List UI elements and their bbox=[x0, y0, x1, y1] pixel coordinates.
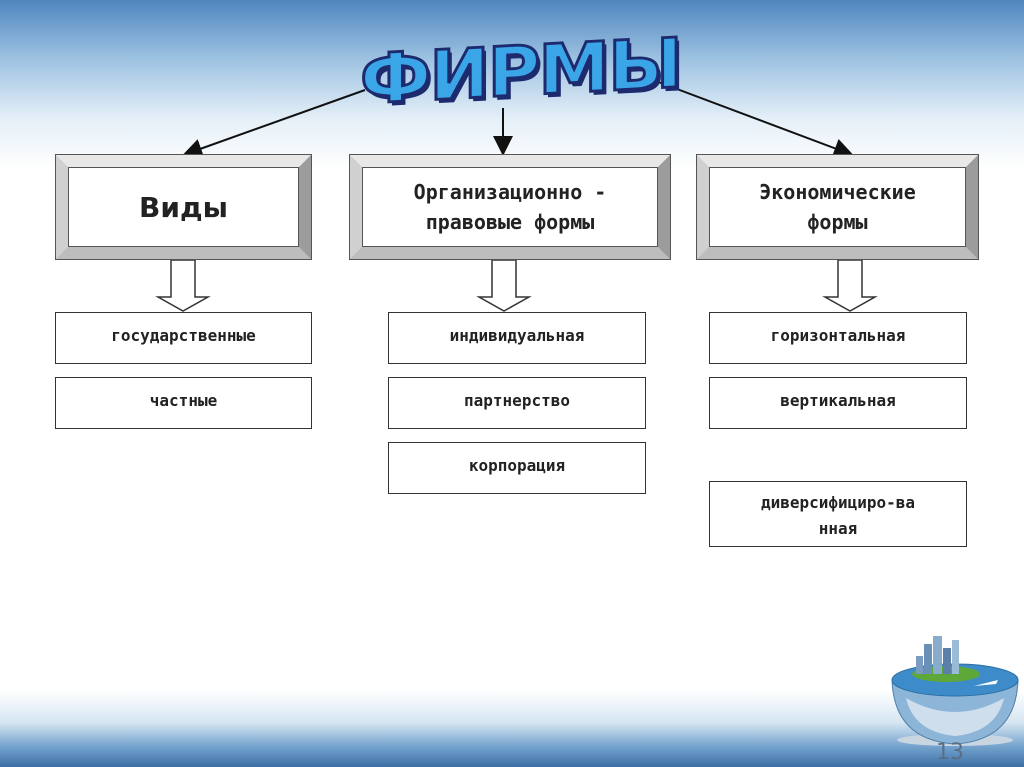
list-item: индивидуальная bbox=[388, 312, 646, 364]
arrow-to-econ-forms bbox=[644, 76, 854, 158]
list-item: корпорация bbox=[388, 442, 646, 494]
globe-city-icon bbox=[891, 636, 1019, 746]
category-box-org-forms: Организационно - правовые формы bbox=[350, 155, 670, 259]
category-label: Виды bbox=[139, 190, 228, 224]
list-item: партнерство bbox=[388, 377, 646, 429]
category-label: Экономические формы bbox=[759, 180, 916, 234]
category-box-econ-forms: Экономические формы bbox=[697, 155, 978, 259]
list-item: частные bbox=[55, 377, 312, 429]
block-arrow-2 bbox=[476, 259, 532, 312]
arrow-to-vidy bbox=[182, 89, 366, 159]
list-item: вертикальная bbox=[709, 377, 967, 429]
category-box-vidy: Виды bbox=[56, 155, 311, 259]
list-item: горизонтальная bbox=[709, 312, 967, 364]
block-arrow-1 bbox=[155, 259, 211, 312]
slide-title: ФИРМЫ bbox=[359, 21, 683, 121]
list-item: государственные bbox=[55, 312, 312, 364]
block-arrow-3 bbox=[822, 259, 878, 312]
list-item: диверсифициро-ванная bbox=[709, 481, 967, 547]
page-number: 13 bbox=[936, 740, 964, 765]
category-label: Организационно - правовые формы bbox=[413, 180, 607, 234]
